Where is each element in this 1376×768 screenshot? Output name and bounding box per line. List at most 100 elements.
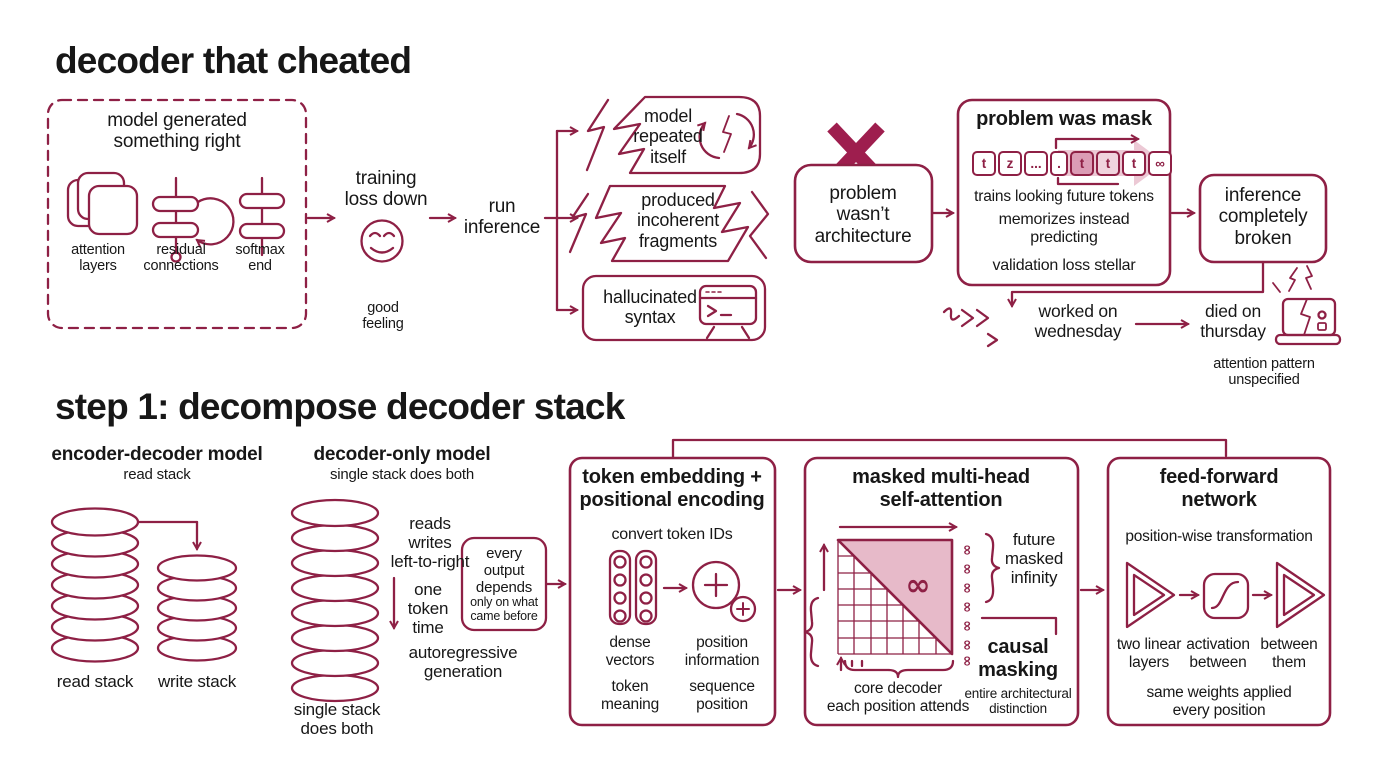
label-dense-vectors: dense vectors — [605, 634, 655, 669]
dense-vectors-icon — [608, 549, 658, 626]
failure-repeated-label: model repeated itself — [633, 106, 703, 167]
label-worked-wednesday: worked on wednesday — [1034, 301, 1122, 341]
attention-layers-icon — [66, 171, 139, 236]
broken-to-worked-connector — [1007, 260, 1265, 309]
label-between-them: between them — [1260, 636, 1318, 671]
token-infinity: ∞ — [1148, 151, 1172, 176]
token: z — [998, 151, 1022, 176]
ffn-footer: same weights applied every position — [1146, 684, 1292, 719]
future-masked-brace — [984, 532, 1001, 604]
squiggle-arrows-icon — [942, 307, 999, 348]
token-under-bracket — [1056, 176, 1120, 186]
problem-wasnt-label: problem wasn’t architecture — [814, 183, 912, 247]
svg-text:∞: ∞ — [959, 655, 975, 667]
svg-text:∞: ∞ — [959, 620, 975, 632]
svg-text:∞: ∞ — [959, 582, 975, 594]
read-stack-label: read stack — [56, 672, 134, 691]
label-core-decoder: core decoder each position attends — [826, 680, 970, 715]
big-infinity-glyph: ∞ — [906, 568, 931, 603]
generated-box-outline — [46, 98, 308, 330]
mask-box — [956, 98, 1172, 287]
label-position-information: position information — [684, 634, 760, 669]
activation-icon — [1202, 572, 1250, 620]
label-autoregressive: autoregressive generation — [408, 643, 518, 682]
depends-box-sub: only on what came before — [470, 595, 538, 624]
single-stack-cylinder — [290, 498, 380, 703]
token: t — [1122, 151, 1146, 176]
label-future-masked: future masked infinity — [1004, 530, 1064, 588]
embedding-box — [568, 456, 777, 727]
token: t — [972, 151, 996, 176]
broken-laptop-icon — [1272, 265, 1342, 346]
label-attention-pattern: attention pattern unspecified — [1213, 356, 1315, 389]
mask-line-validation: validation loss stellar — [992, 257, 1136, 274]
infinity-column: ∞ ∞ ∞ ∞ ∞ ∞ ∞ — [959, 544, 975, 667]
page-title-top: decoder that cheated — [55, 40, 412, 81]
smiley-icon — [360, 219, 404, 263]
label-reads-writes: reads writes left-to-right — [390, 514, 470, 572]
label-attention-layers: attention layers — [71, 242, 125, 275]
read-stack-cylinder — [50, 507, 140, 663]
write-stack-label: write stack — [157, 672, 237, 691]
token: ... — [1024, 151, 1048, 176]
attention-matrix-icon: ∞ ∞ ∞ ∞ ∞ ∞ ∞ ∞ — [803, 522, 1058, 679]
svg-text:∞: ∞ — [959, 639, 975, 651]
residual-top-connector — [671, 438, 1228, 459]
failure-box-hallucinated — [581, 274, 767, 342]
label-two-linear: two linear layers — [1116, 636, 1182, 671]
mask-line-memorizes: memorizes instead predicting — [998, 211, 1130, 247]
token-sequence: t z ... . t t t ∞ — [972, 151, 1172, 176]
ffn-subtitle: position-wise transformation — [1125, 528, 1313, 545]
ffn-title: feed-forward network — [1159, 466, 1279, 511]
mask-line-trains: trains looking future tokens — [974, 188, 1154, 205]
decoder-only-subtitle: single stack does both — [329, 466, 475, 483]
failure-incoherent-label: produced incoherent fragments — [636, 190, 720, 251]
svg-text:∞: ∞ — [959, 601, 975, 613]
linear-layer-icon-1 — [1125, 561, 1176, 629]
label-causal-masking: causal masking — [978, 636, 1058, 681]
position-plus-icon — [691, 560, 757, 623]
label-one-token-time: one token time — [407, 580, 449, 638]
token-loop-arrow — [1054, 134, 1141, 150]
label-activation-between: activation between — [1186, 636, 1250, 671]
label-sequence-position: sequence position — [689, 678, 755, 713]
label-died-thursday: died on thursday — [1200, 301, 1266, 341]
core-decoder-brace — [843, 659, 955, 679]
label-residual-connections: residual connections — [143, 242, 219, 275]
decoder-only-title: decoder-only model — [313, 444, 491, 465]
token-highlighted: t — [1096, 151, 1120, 176]
single-stack-label: single stack does both — [293, 700, 381, 739]
inference-branch-lines — [543, 126, 580, 315]
label-softmax-end: softmax end — [235, 242, 285, 275]
generated-box-title: model generated something right — [107, 110, 247, 153]
write-stack-cylinder — [156, 554, 238, 662]
failure-hallucinated-label: hallucinated syntax — [603, 287, 697, 328]
softmax-end-icon — [238, 176, 286, 257]
broken-loop-icon — [697, 112, 757, 160]
failure-box-incoherent — [568, 184, 770, 263]
linear-layer-icon-2 — [1275, 561, 1326, 629]
label-run-inference: run inference — [463, 196, 541, 239]
label-token-meaning: token meaning — [600, 678, 660, 713]
svg-text:∞: ∞ — [959, 563, 975, 575]
failure-box-repeated — [585, 95, 762, 175]
ffn-box — [1106, 456, 1332, 727]
token: . — [1050, 151, 1068, 176]
label-training-loss: training loss down — [344, 168, 428, 211]
residual-connections-icon — [151, 176, 235, 263]
depends-box-main: every output depends — [475, 545, 533, 596]
encoder-decoder-title: encoder-decoder model — [51, 444, 263, 465]
embedding-title: token embedding + positional encoding — [579, 466, 765, 511]
svg-text:∞: ∞ — [959, 544, 975, 556]
attention-title: masked multi-head self-attention — [852, 466, 1030, 511]
terminal-icon — [698, 284, 758, 340]
page-title-step1: step 1: decompose decoder stack — [55, 386, 625, 427]
mask-box-title: problem was mask — [976, 108, 1152, 130]
token-highlighted: t — [1070, 151, 1094, 176]
label-good-feeling: good feeling — [362, 300, 404, 333]
encoder-decoder-subtitle: read stack — [123, 466, 191, 483]
inference-broken-label: inference completely broken — [1218, 185, 1308, 249]
label-architectural-distinction: entire architectural distinction — [964, 686, 1072, 717]
